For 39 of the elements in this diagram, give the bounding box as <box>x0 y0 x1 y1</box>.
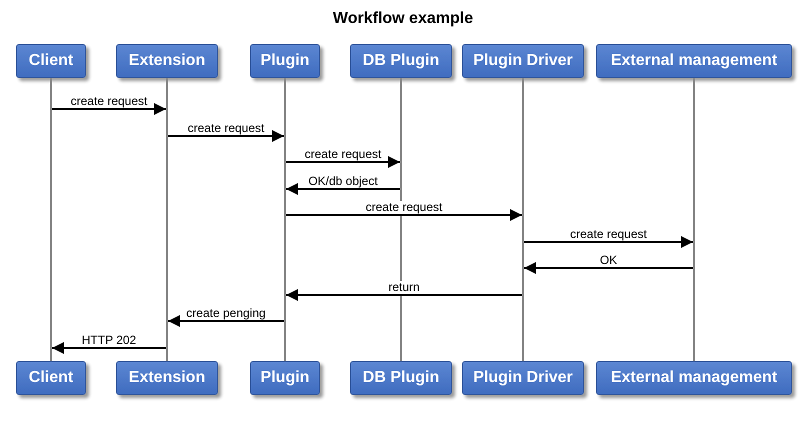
message-arrow <box>52 103 166 115</box>
participant-box: Extension <box>116 361 218 395</box>
message-label: create request <box>304 148 382 161</box>
lifeline <box>284 78 286 361</box>
message-arrow <box>286 289 522 301</box>
message-arrow <box>168 315 284 327</box>
message-label: create request <box>364 201 444 214</box>
message-label: create request <box>186 122 266 135</box>
participant-box: Plugin Driver <box>462 361 584 395</box>
participant-box: Plugin Driver <box>462 44 584 78</box>
message-label: OK <box>598 254 618 267</box>
lifeline <box>693 78 695 361</box>
participant-box: Plugin <box>250 361 320 395</box>
diagram-title: Workflow example <box>332 10 474 28</box>
message-arrow <box>52 342 166 354</box>
participant-box: Client <box>16 44 86 78</box>
participant-box: Extension <box>116 44 218 78</box>
participant-box: Plugin <box>250 44 320 78</box>
message-arrow <box>286 156 400 168</box>
message-label: create request <box>70 95 148 108</box>
lifeline <box>166 78 168 361</box>
lifeline <box>522 78 524 361</box>
participant-box: External management <box>596 44 792 78</box>
message-arrow <box>168 130 284 142</box>
message-arrow <box>286 209 522 221</box>
participant-box: Client <box>16 361 86 395</box>
message-arrow <box>286 183 400 195</box>
participant-box: DB Plugin <box>350 44 452 78</box>
participant-box: DB Plugin <box>350 361 452 395</box>
participant-box: External management <box>596 361 792 395</box>
lifeline <box>400 78 402 361</box>
message-label: create request <box>569 228 648 241</box>
message-label: OK/db object <box>307 175 379 188</box>
message-arrow <box>524 236 693 248</box>
message-label: HTTP 202 <box>80 334 138 347</box>
lifeline <box>50 78 52 361</box>
message-label: create penging <box>185 307 267 320</box>
message-label: return <box>387 281 421 294</box>
message-arrow <box>524 262 693 274</box>
